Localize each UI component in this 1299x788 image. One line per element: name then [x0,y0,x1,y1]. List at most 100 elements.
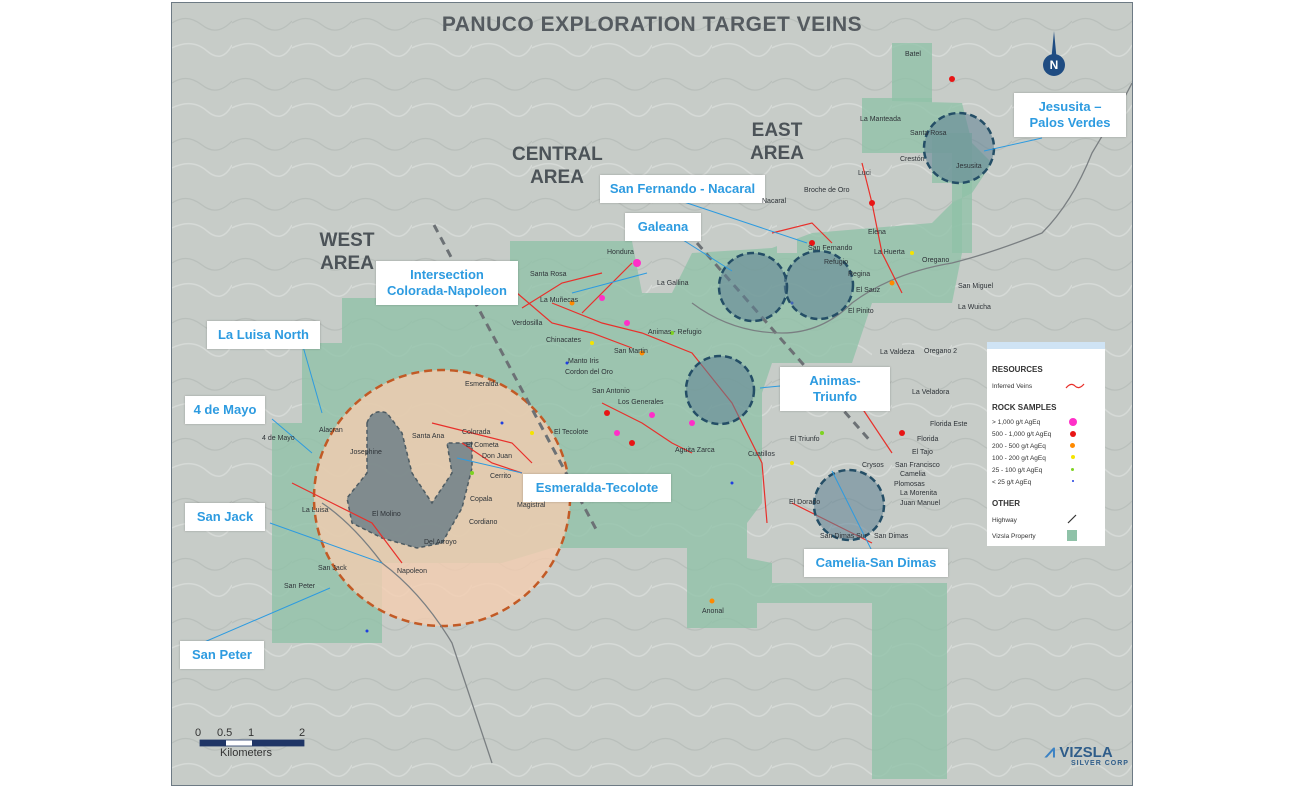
label-manto-iris: Manto Iris [568,358,599,365]
map-canvas: N [172,3,1132,785]
callout-galeana[interactable]: Galeana [625,213,701,241]
label-batel: Batel [905,51,921,58]
logo-sub: SILVER CORP [1071,760,1129,767]
label-magistral: Magistral [517,502,546,509]
north-label: N [1050,58,1059,72]
scale-tick-0: 0 [195,727,202,739]
label-la-veladora: La Veladora [912,389,950,396]
label-esmeralda: Esmeralda [465,381,499,388]
label-san-francisco: San Francisco [895,462,940,469]
legend-r2-swatch [1070,431,1076,437]
label-refugio-e: Refugio [824,259,849,266]
label-san-antonio: San Antonio [592,388,630,395]
label-crysos: Crysos [862,462,884,469]
label-juan-manuel: Juan Manuel [900,500,941,507]
label-napoleon: Napoleon [397,568,427,575]
label-la-valdeza: La Valdeza [880,349,915,356]
callout-camelia[interactable]: Camelia-San Dimas [804,549,948,577]
legend-r6-swatch [1072,480,1074,482]
legend-r3-swatch [1070,443,1075,448]
callout-san-peter[interactable]: San Peter [180,641,264,669]
map-legend: RESOURCES Inferred Veins ROCK SAMPLES > … [987,342,1105,546]
label-oregano-2: Oregano 2 [924,348,958,355]
legend-r2: 500 - 1,000 g/t AgEq [992,431,1052,438]
legend-inferred: Inferred Veins [992,383,1033,390]
legend-r1: > 1,000 g/t AgEq [992,419,1041,426]
callout-4-de-mayo[interactable]: 4 de Mayo [185,396,265,424]
label-el-tajo: El Tajo [912,449,933,456]
legend-rock-heading: ROCK SAMPLES [992,403,1057,412]
label-regina: Regina [848,271,871,278]
label-la-gallina: La Gallina [657,280,689,287]
label-la-huerta: La Huerta [874,249,905,256]
legend-other-heading: OTHER [992,499,1020,508]
label-los-generales: Los Generales [618,399,664,406]
callout-la-luisa-north[interactable]: La Luisa North [207,321,320,349]
callout-esmeralda[interactable]: Esmeralda-Tecolote [523,474,671,502]
rock-samples [365,76,955,633]
legend-inferred-swatch [1065,383,1085,389]
west-area-label: WEST AREA [319,230,375,274]
label-santa-ana: Santa Ana [412,433,445,440]
label-santa-rosa-e: Santa Rosa [910,130,947,137]
label-nacaral: Nacaral [762,198,787,205]
label-san-fernando: San Fernando [808,245,853,252]
callout-jesusita[interactable]: Jesusita – Palos Verdes [1014,93,1126,137]
scale-tick-2: 2 [299,727,306,739]
label-aguita-zarca: Aguita Zarca [675,447,715,454]
legend-property-swatch [1067,530,1077,541]
scale-tick-05: 0.5 [217,727,233,739]
vizsla-logo: ⩘ VIZSLA SILVER CORP [1045,741,1129,767]
label-verdosilla: Verdosilla [512,320,543,327]
logo-name: VIZSLA [1059,744,1113,761]
callout-san-jack[interactable]: San Jack [185,503,265,531]
label-la-manteada: La Manteada [860,116,901,123]
label-la-munecas: La Muñecas [540,297,579,304]
label-copala: Copala [470,496,493,503]
label-cordiano: Cordiano [469,519,498,526]
callout-san-fernando[interactable]: San Fernando - Nacaral [600,175,765,203]
legend-r4-swatch [1071,455,1075,459]
label-colorada: Colorada [462,429,491,436]
target-circles [684,111,996,542]
north-arrow [1043,31,1065,76]
label-elena: Elena [868,229,886,236]
label-luci: Luci [858,170,871,177]
callout-intersection[interactable]: Intersection Colorada-Napoleon [376,261,518,305]
label-el-molino: El Molino [372,511,401,518]
highway [321,82,1132,764]
label-el-triunfo: El Triunfo [790,436,820,443]
label-san-dimas: San Dimas [874,533,909,540]
label-el-dorado: El Dorado [789,499,821,506]
legend-r1-swatch [1069,418,1077,426]
callout-animas-triunfo[interactable]: Animas-Triunfo [780,367,890,411]
label-cuatillos: Cuatillos [748,451,775,458]
label-del-arroyo: Del Arroyo [424,539,457,546]
legend-r6: < 25 g/t AgEq [992,479,1032,486]
map-frame: N PANUCO EXPLORATION TARGET VEINS CENTRA… [171,2,1133,786]
legend-r3: 200 - 500 g/t AgEq [992,443,1046,450]
label-anonal: Anonal [702,608,724,615]
label-el-sauz: El Sauz [856,287,881,294]
label-san-martin: San Martin [614,348,648,355]
logo-mark-icon: ⩘ [1045,741,1056,761]
central-area-label: CENTRAL AREA [512,144,603,188]
map-title: PANUCO EXPLORATION TARGET VEINS [441,13,863,36]
label-florida: Florida [917,436,939,443]
legend-highway: Highway [992,517,1017,524]
label-san-jack: San Jack [318,565,347,572]
label-cordon-del-oro: Cordon del Oro [565,369,613,376]
label-santa-rosa: Santa Rosa [530,271,567,278]
label-la-wuicha: La Wuicha [958,304,991,311]
east-area-label: EAST AREA [750,120,804,164]
scale-unit: Kilometers [220,747,272,759]
label-4-de-mayo: 4 de Mayo [262,435,295,442]
label-josephine: Josephine [350,449,382,456]
scale-bar [199,739,305,747]
scale-tick-1: 1 [248,727,255,739]
legend-resources-heading: RESOURCES [992,365,1043,374]
label-creston: Crestón [900,156,925,163]
label-oregano: Oregano [922,257,950,264]
legend-highway-swatch [1067,514,1077,524]
label-san-miguel: San Miguel [958,283,994,290]
